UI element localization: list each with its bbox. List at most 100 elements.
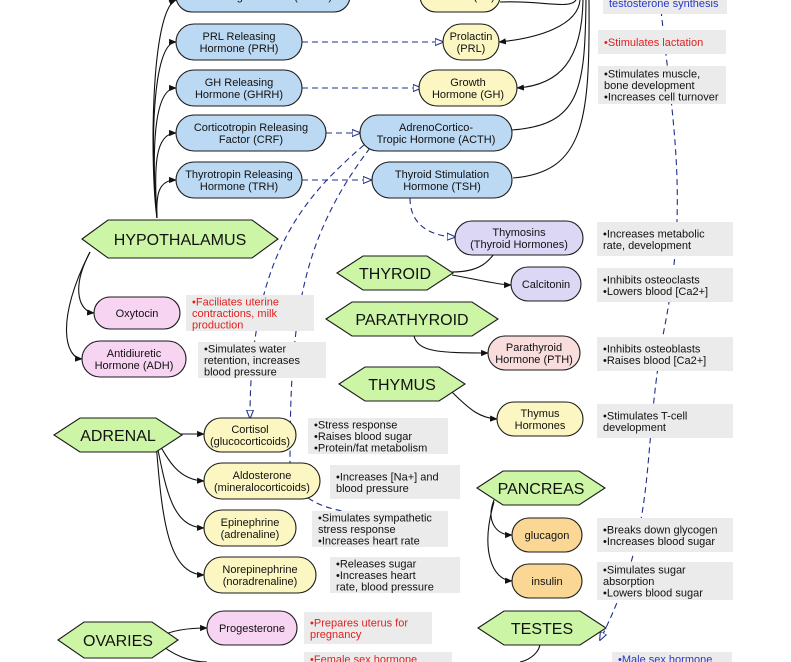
hormone-label: Norepinephrine (222, 564, 297, 576)
effect-note-aldosterone_effects: •Increases [Na+] and blood pressure (330, 465, 460, 499)
hormone-label: Hormone (PRH) (200, 43, 279, 55)
effect-note-text: •Increases [Na+] and (336, 471, 439, 483)
hormone-label: Calcitonin (522, 279, 570, 291)
hormone-label: Thymosins (492, 227, 546, 239)
hormone-label: Oxytocin (116, 308, 159, 320)
effect-note-text: •Increases metabolic (603, 228, 705, 240)
gland-hypothalamus: HYPOTHALAMUS (81, 219, 279, 259)
hormone-label: (noradrenaline) (223, 576, 298, 588)
hormone-label: (glucocorticoids) (210, 436, 290, 448)
effect-note-gh_effects: •Stimulates muscle, bone development•Inc… (598, 66, 726, 104)
hormone-node-norepinephrine: Norepinephrine(noradrenaline) (203, 556, 317, 594)
effect-note-text: blood pressure (204, 367, 277, 379)
hormone-label: Prolactin (450, 31, 493, 43)
gland-adrenal: ADRENAL (52, 417, 184, 453)
effect-note-epinephrine_effects: •Simulates sympathetic stress response•I… (312, 511, 448, 548)
gland-parathyroid: PARATHYROID (324, 301, 500, 337)
hormone-label: (adrenaline) (221, 529, 280, 541)
effect-note-cortisol_effects: •Stress response•Raises blood sugar•Prot… (308, 418, 448, 455)
connector-layer (65, 0, 678, 662)
effect-note-adh_effects: •Simulates water retention, increases bl… (198, 342, 326, 379)
hormone-node-acth: AdrenoCortico-Tropic Hormone (ACTH) (359, 114, 513, 152)
gland-label: OVARIES (83, 633, 153, 650)
hormone-label: PRL Releasing (203, 31, 276, 43)
effect-note-layer: testosterone synthesis•Stimulates lactat… (186, 0, 733, 662)
connector-hypothalamus-adh (65, 251, 91, 362)
effect-note-text: •Simulates sugar (603, 565, 686, 577)
effect-note-text: •Releases sugar (336, 559, 417, 571)
effect-note-calcitonin_effects: •Inhibits osteoclasts•Lowers blood [Ca2+… (597, 268, 733, 302)
gland-label: THYMUS (368, 377, 436, 394)
hormone-label: Antidiuretic (107, 348, 162, 360)
effect-note-text: •Raises blood sugar (314, 431, 412, 443)
effect-note-text: •Inhibits osteoclasts (603, 274, 700, 286)
effect-note-text: •Stimulates lactation (604, 37, 703, 49)
hormone-node-aldosterone: Aldosterone(mineralocorticoids) (203, 462, 321, 500)
hormone-label: Hormone (GHRH) (195, 89, 283, 101)
hormone-label: (PRL) (457, 43, 486, 55)
effect-note-lactation: •Stimulates lactation (598, 30, 726, 54)
effect-note-text: •Simulates sympathetic (318, 513, 432, 525)
effect-note-text: rate, development (603, 240, 691, 252)
connector-thymus-hormones (451, 391, 498, 422)
connector-tsh-thymosins (409, 197, 455, 237)
gland-label: PANCREAS (498, 481, 585, 498)
effect-note-oxytocin_effects: •Faciliates uterine contractions, milk p… (186, 295, 314, 332)
effect-note-text: •Breaks down glycogen (603, 524, 718, 536)
hormone-label: Thyroid Stimulation (395, 169, 489, 181)
effect-note-text: •Stimulates T-cell (603, 410, 687, 422)
effect-note-text: bone development (604, 80, 695, 92)
connector-acth-aldosterone-a (289, 147, 371, 465)
hormone-node-cortisol: Cortisol(glucocorticoids) (203, 417, 297, 453)
effect-note-progesterone_effects: •Prepares uterus for pregnancy (304, 612, 432, 644)
hormone-node-progesterone: Progesterone (206, 610, 298, 646)
connector-adrenal-epinephrine (155, 439, 205, 531)
connector-hypothalamus-prh (152, 38, 177, 219)
gland-testes: TESTES (476, 610, 608, 646)
effect-note-text: absorption (603, 576, 654, 588)
hormone-label: Hormone (GH) (432, 89, 504, 101)
effect-note-text: •Increases blood sugar (603, 536, 715, 548)
hormone-node-epinephrine: Epinephrine(adrenaline) (203, 509, 297, 547)
connector-pituitary-lh (499, 0, 577, 6)
hormone-label: Growth (450, 77, 485, 89)
connector-pancreas-glucagon (490, 499, 513, 539)
gland-label: PARATHYROID (355, 312, 468, 329)
connector-pituitary-gh (516, 0, 584, 91)
effect-note-text: contractions, milk (192, 308, 277, 320)
effect-note-text: blood pressure (336, 483, 409, 495)
effect-note-text: •Increases heart rate (318, 536, 420, 548)
effect-note-text: •Stress response (314, 420, 397, 432)
hormone-label: (Thyroid Hormones) (470, 239, 568, 251)
hormone-node-calcitonin: Calcitonin (510, 266, 582, 302)
connector-hypothalamus-trh (156, 176, 177, 219)
hormone-label: AdrenoCortico- (399, 122, 473, 134)
hormone-label: Releasing Hormone (GnRH) (194, 0, 332, 3)
effect-note-thymus_effects: •Stimulates T-cell development (597, 404, 733, 438)
effect-note-text: •Lowers blood sugar (603, 588, 703, 600)
connector-pancreas-insulin (487, 501, 513, 584)
hormone-label: Factor (CRF) (219, 134, 283, 146)
effect-note-text: •Prepares uterus for (310, 617, 408, 629)
hormone-node-prl: Prolactin(PRL) (442, 23, 500, 61)
hormone-label: GH Releasing (205, 77, 273, 89)
effect-note-text: •Increases heart (336, 570, 416, 582)
connector-parathyroid-pth (413, 335, 489, 357)
hormone-label: Epinephrine (221, 517, 280, 529)
connector-pituitary-prl (498, 0, 581, 45)
connector-testes-hormone (519, 642, 541, 662)
hormone-label: Aldosterone (233, 470, 292, 482)
effect-note-text: production (192, 320, 243, 332)
hormone-node-thymosins: Thymosins(Thyroid Hormones) (454, 220, 584, 256)
effect-note-tsh_effects: •Increases metabolic rate, development (597, 222, 733, 256)
effect-note-text: •Lowers blood [Ca2+] (603, 286, 708, 298)
hormone-node-lh: Hormone (LH) (419, 0, 501, 13)
effect-note-text: •Protein/fat metabolism (314, 443, 427, 455)
hormone-node-gnrh: Releasing Hormone (GnRH) (175, 0, 351, 13)
